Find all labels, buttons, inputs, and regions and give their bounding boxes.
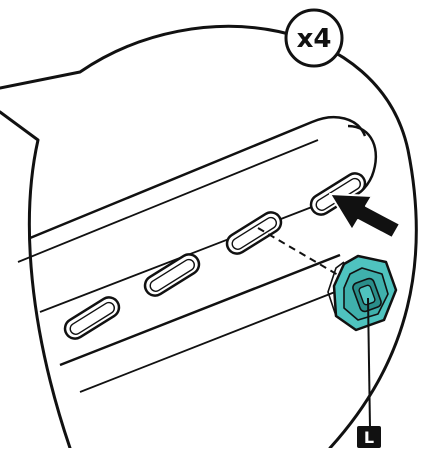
rail-top-edge	[30, 117, 365, 238]
plastic-insert-part	[328, 256, 396, 330]
part-label-badge: L	[357, 426, 381, 448]
rail-top-inner-edge	[18, 140, 318, 262]
quantity-badge: x4	[286, 10, 342, 66]
part-label: L	[364, 428, 374, 447]
rail-with-slots	[18, 117, 376, 392]
rail-slot	[223, 209, 284, 258]
callout-bubble	[0, 26, 416, 448]
insert-arrow	[330, 194, 400, 238]
dashed-guide-line	[258, 228, 350, 282]
rail-slot	[141, 251, 202, 300]
quantity-label: x4	[297, 24, 332, 54]
